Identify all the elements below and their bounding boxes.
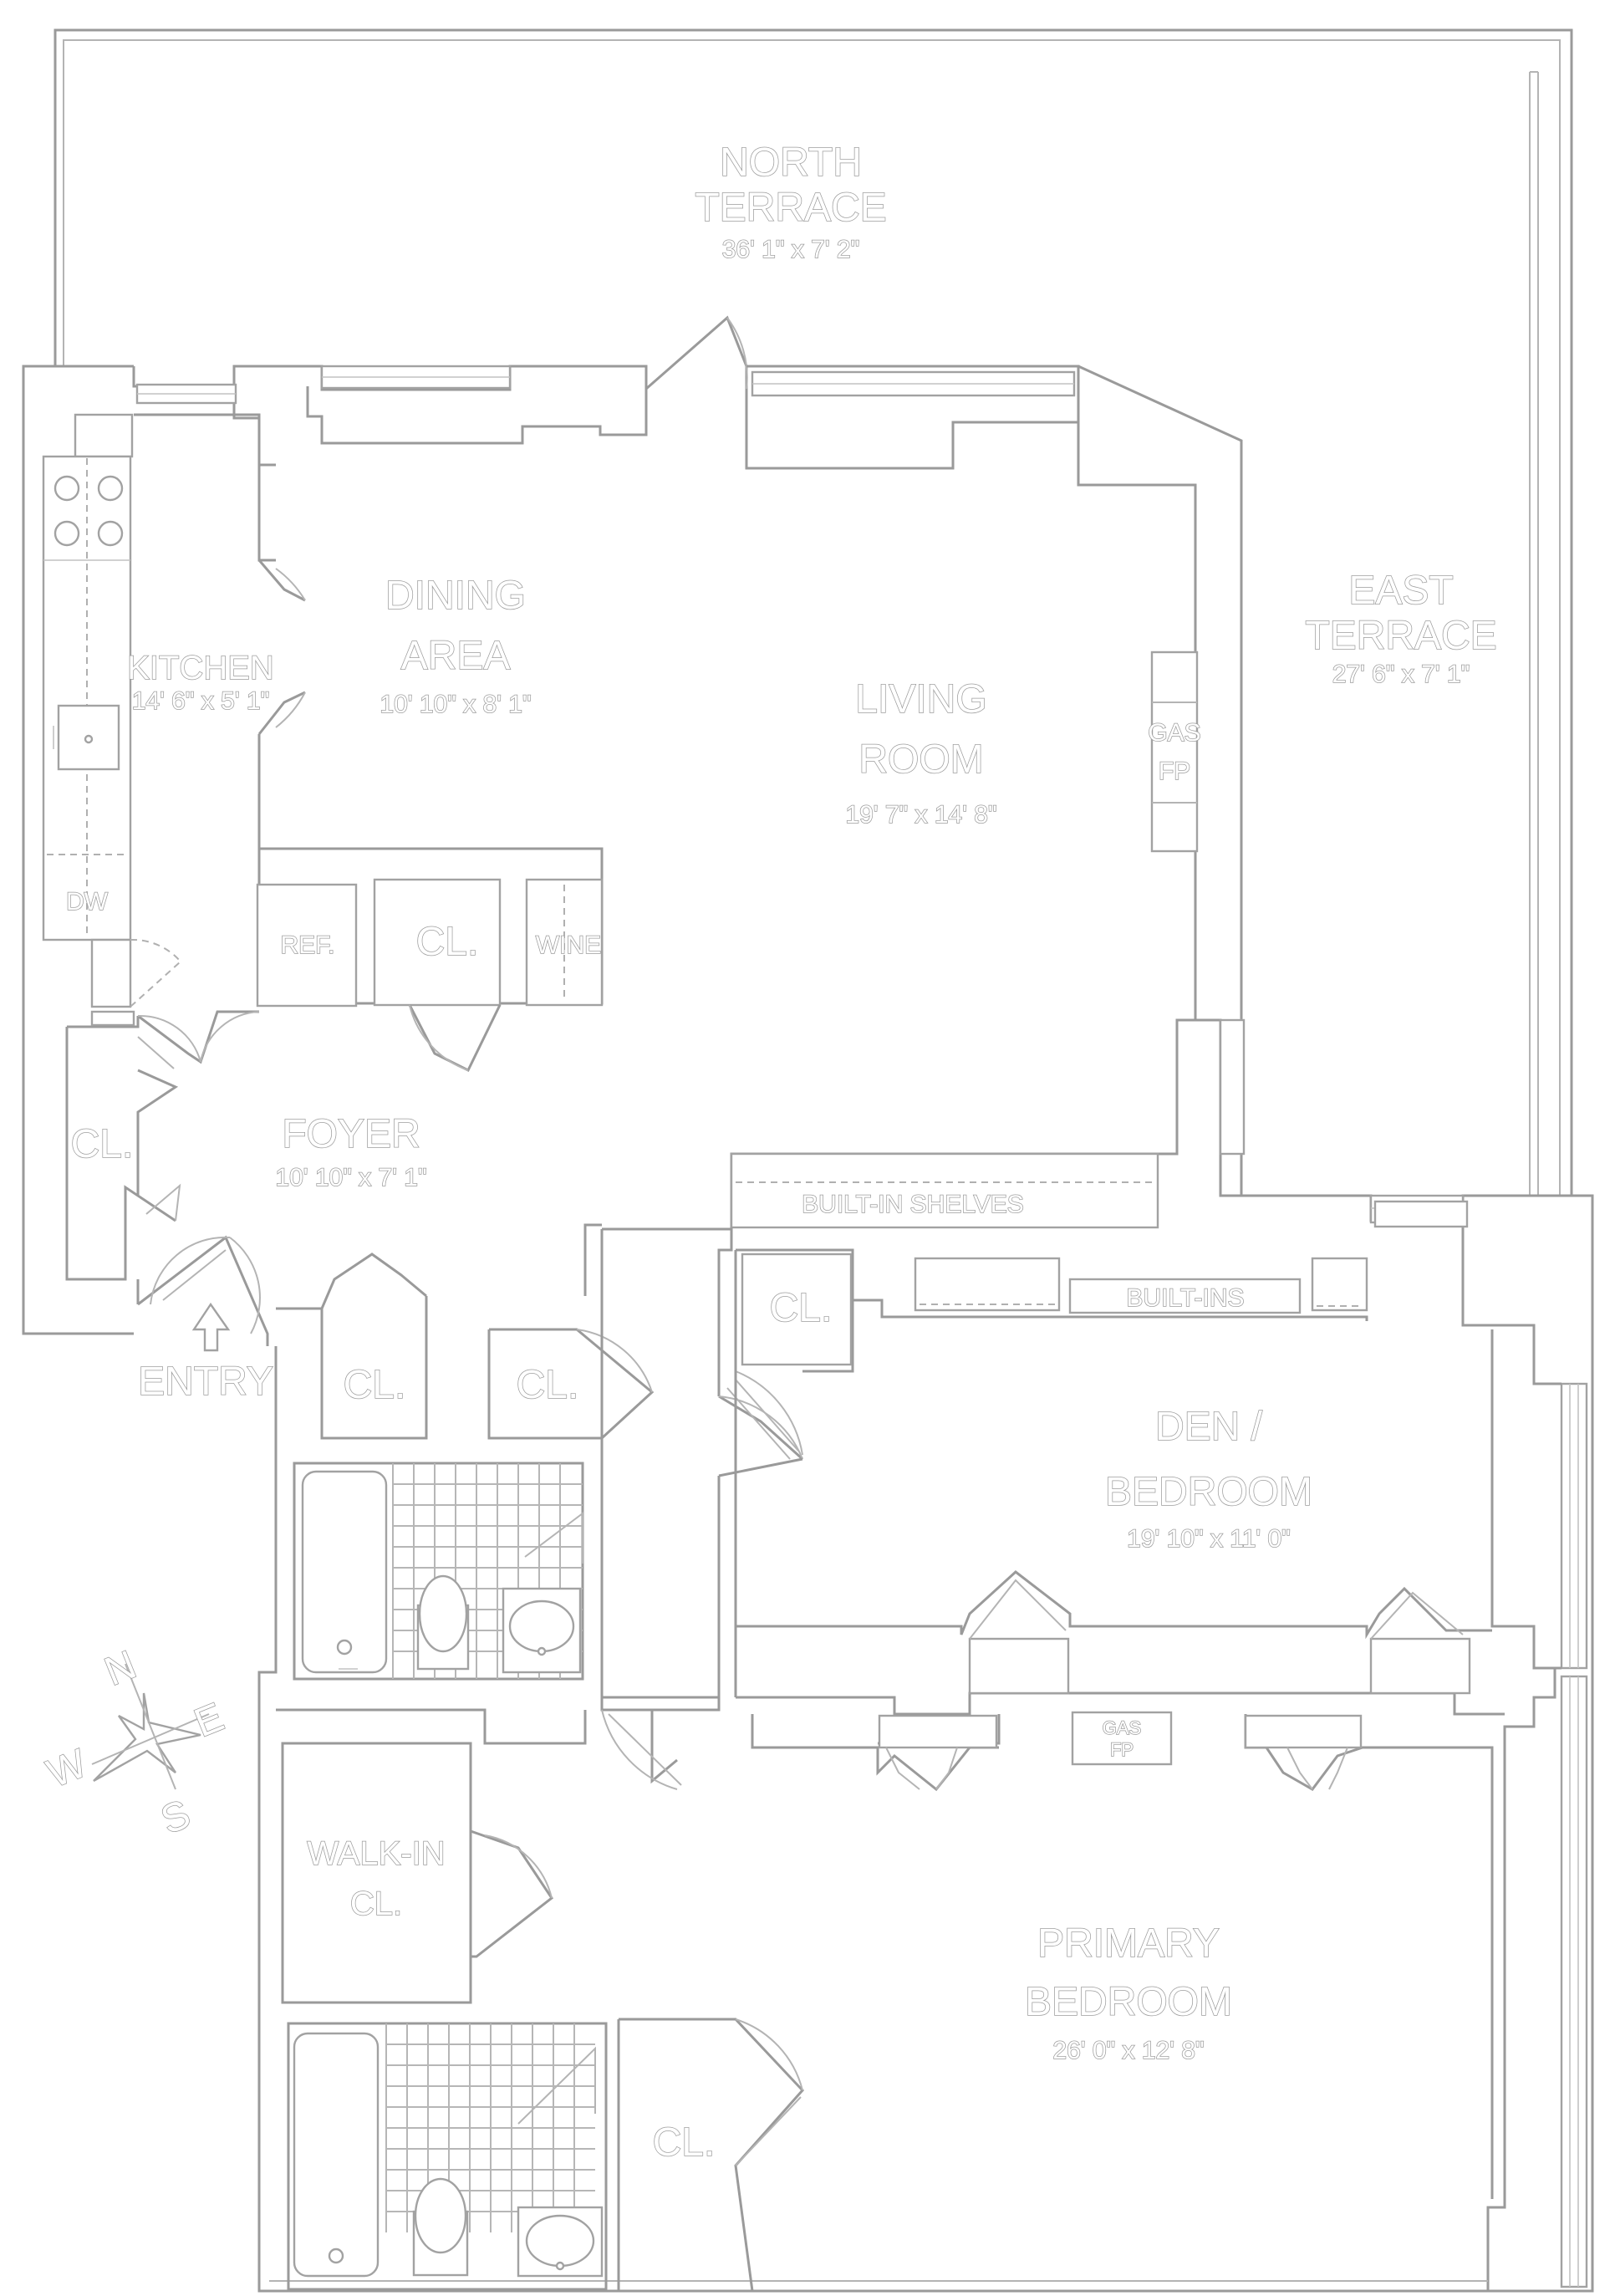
walk-in-name-2: CL. — [350, 1885, 402, 1922]
bath-2 — [287, 2022, 608, 2291]
living-dims: 19' 7" x 14' 8" — [845, 801, 996, 829]
east-windows — [1560, 1382, 1588, 2288]
entry-arrow — [191, 1302, 231, 1352]
pantry-block — [256, 847, 604, 1073]
kitchen-dims: 14' 6" x 5' 1" — [132, 687, 270, 715]
built-ins-label: BUILT-INS — [1126, 1284, 1244, 1312]
den-name-2: BEDROOM — [1105, 1470, 1312, 1514]
wine-label: WINE — [536, 931, 601, 959]
foyer-closets — [276, 1223, 655, 1440]
east-terrace-name-2: TERRACE — [1305, 614, 1496, 658]
kitchen-fixtures — [42, 413, 276, 1008]
dining-name-2: AREA — [401, 634, 511, 678]
walk-in-closet — [281, 1742, 554, 2004]
built-in-shelves — [730, 1152, 1159, 1229]
dining-dims: 10' 10" x 8' 1" — [380, 691, 531, 718]
den-closet-label: CL. — [770, 1286, 833, 1330]
kitchen-name: KITCHEN — [127, 650, 274, 686]
primary-fireplace-label-1: GAS — [1103, 1717, 1141, 1738]
primary-bedroom-dims: 26' 0" x 12' 8" — [1052, 2037, 1204, 2064]
dishwasher-label: DW — [66, 888, 109, 916]
den-name-1: DEN / — [1155, 1405, 1263, 1449]
foyer-closet-1-label: CL. — [344, 1363, 406, 1407]
primary-bedroom-walls — [276, 1697, 1494, 2199]
compass-west: W — [41, 1741, 94, 1796]
north-terrace-name-1: NORTH — [720, 140, 862, 185]
primary-bedroom-name-1: PRIMARY — [1037, 1921, 1220, 1966]
east-terrace-name-1: EAST — [1348, 569, 1453, 613]
compass-south: S — [155, 1792, 196, 1843]
foyer-dims: 10' 10" x 7' 1" — [275, 1164, 426, 1191]
built-in-shelves-label: BUILT-IN SHELVES — [802, 1191, 1024, 1218]
den-closet — [741, 1253, 853, 1366]
dining-name-1: DINING — [385, 574, 526, 618]
primary-bedroom-name-2: BEDROOM — [1025, 1980, 1232, 2024]
pantry-closet-label: CL. — [416, 920, 479, 964]
refrigerator-label: REF. — [280, 931, 334, 959]
living-fireplace-label-2: FP — [1159, 758, 1190, 785]
primary-closet-label: CL. — [653, 2120, 716, 2165]
dining-door — [257, 559, 306, 735]
living-name-2: ROOM — [858, 737, 983, 782]
foyer-left-closet-label: CL. — [71, 1122, 134, 1166]
foyer-closet-2-label: CL. — [517, 1363, 579, 1407]
entry-label: ENTRY — [138, 1360, 273, 1404]
cooktop-burners — [53, 475, 124, 547]
walk-in-name-1: WALK-IN — [307, 1835, 445, 1872]
east-terrace-dims: 27' 6" x 7' 1" — [1332, 661, 1470, 688]
foyer-name: FOYER — [282, 1112, 420, 1156]
den-walls — [726, 1248, 1505, 1716]
living-fireplace — [1150, 651, 1199, 853]
primary-closet — [617, 2018, 805, 2292]
north-terrace-name-2: TERRACE — [695, 186, 886, 230]
compass-rose — [91, 1663, 210, 1790]
exterior-walls — [22, 315, 1594, 2293]
built-ins-cabinet — [914, 1200, 1469, 1314]
primary-fireplace — [1071, 1711, 1173, 1766]
compass-north: N — [99, 1643, 142, 1695]
foyer-walls — [65, 1010, 269, 1346]
north-terrace-dims: 36' 1" x 7' 2" — [722, 236, 860, 263]
refrigerator — [256, 883, 358, 1008]
den-dims: 19' 10" x 11' 0" — [1127, 1525, 1291, 1553]
living-name-1: LIVING — [855, 677, 986, 722]
bath-1 — [293, 1462, 584, 1681]
living-fireplace-label-1: GAS — [1148, 719, 1200, 747]
primary-fireplace-label-2: FP — [1110, 1739, 1134, 1760]
compass-east: E — [188, 1695, 230, 1746]
